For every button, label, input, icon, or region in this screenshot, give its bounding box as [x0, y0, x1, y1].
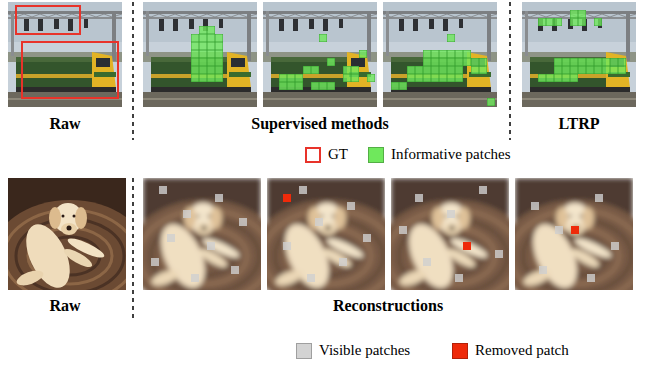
legend-swatch — [296, 343, 312, 359]
panel-label: Reconstructions — [333, 296, 443, 315]
legend-text: Removed patch — [475, 342, 569, 359]
legend-item: Visible patches — [296, 342, 410, 359]
panel-label: Raw — [49, 114, 80, 133]
legend-swatch — [452, 343, 468, 359]
legend-item: GT — [305, 146, 348, 163]
legend-text: GT — [328, 146, 348, 163]
legend-swatch — [368, 147, 384, 163]
panel-label: Raw — [49, 296, 80, 315]
legend-text: Visible patches — [319, 342, 410, 359]
legend-item: Removed patch — [452, 342, 569, 359]
legend-item: Informative patches — [368, 146, 511, 163]
legend-swatch — [305, 147, 321, 163]
legend-text: Informative patches — [391, 146, 511, 163]
panel-label: LTRP — [558, 114, 599, 133]
panel-label: Supervised methods — [251, 114, 388, 133]
